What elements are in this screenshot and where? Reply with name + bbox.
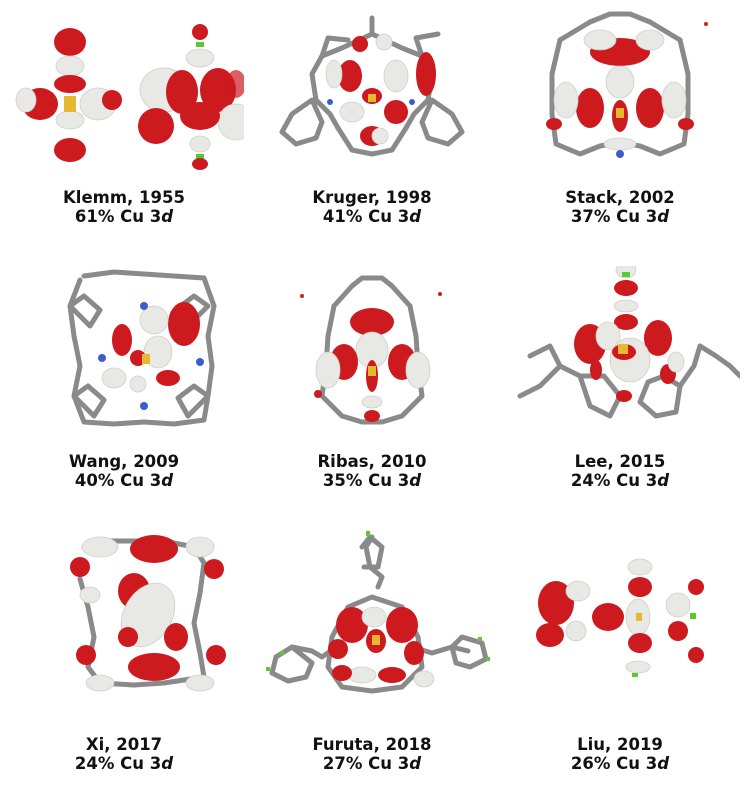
panel-xi: Xi, 2017 24% Cu 3d [0, 523, 248, 785]
panel-stack: Stack, 2002 37% Cu 3d [496, 0, 744, 262]
caption-author-year: Lee, 2015 [574, 452, 666, 471]
orbital-render-kruger [279, 15, 465, 157]
caption-cu-character: 41% Cu 3d [322, 207, 422, 226]
panel-wang: Wang, 2009 40% Cu 3d [0, 262, 248, 524]
panel-liu: Liu, 2019 26% Cu 3d [496, 523, 744, 785]
panel-lee: Lee, 2015 24% Cu 3d [496, 262, 744, 524]
caption-author-year: Klemm, 1955 [63, 188, 185, 207]
caption-cu-character: 37% Cu 3d [570, 207, 670, 226]
orbital-render-lee [517, 266, 740, 419]
caption-cu-character: 24% Cu 3d [570, 471, 670, 490]
orbital-render-stack [546, 11, 708, 158]
caption-cu-character: 26% Cu 3d [570, 754, 670, 773]
panel-kruger: Kruger, 1998 41% Cu 3d [248, 0, 496, 262]
orbital-render-liu [536, 558, 704, 677]
caption-cu-character: 61% Cu 3d [74, 207, 174, 226]
panel-klemm: Klemm, 1955 61% Cu 3d [0, 0, 248, 262]
caption-author-year: Furuta, 2018 [312, 735, 432, 754]
caption-author-year: Kruger, 1998 [312, 188, 432, 207]
caption-author-year: Stack, 2002 [565, 188, 675, 207]
caption-author-year: Ribas, 2010 [317, 452, 427, 471]
caption-cu-character: 40% Cu 3d [74, 471, 174, 490]
caption-author-year: Xi, 2017 [85, 735, 163, 754]
caption-author-year: Liu, 2019 [577, 735, 663, 754]
orbital-render-xi [70, 535, 226, 692]
panel-ribas: Ribas, 2010 35% Cu 3d [248, 262, 496, 524]
caption-cu-character: 24% Cu 3d [74, 754, 174, 773]
orbital-render-klemm [15, 24, 244, 170]
caption-cu-character: 27% Cu 3d [322, 754, 422, 773]
orbital-render-ribas [300, 275, 442, 425]
caption-cu-character: 35% Cu 3d [322, 471, 422, 490]
orbital-render-furuta [266, 531, 490, 694]
caption-author-year: Wang, 2009 [68, 452, 180, 471]
orbital-render-wang [67, 269, 217, 427]
panel-furuta: Furuta, 2018 27% Cu 3d [248, 523, 496, 785]
